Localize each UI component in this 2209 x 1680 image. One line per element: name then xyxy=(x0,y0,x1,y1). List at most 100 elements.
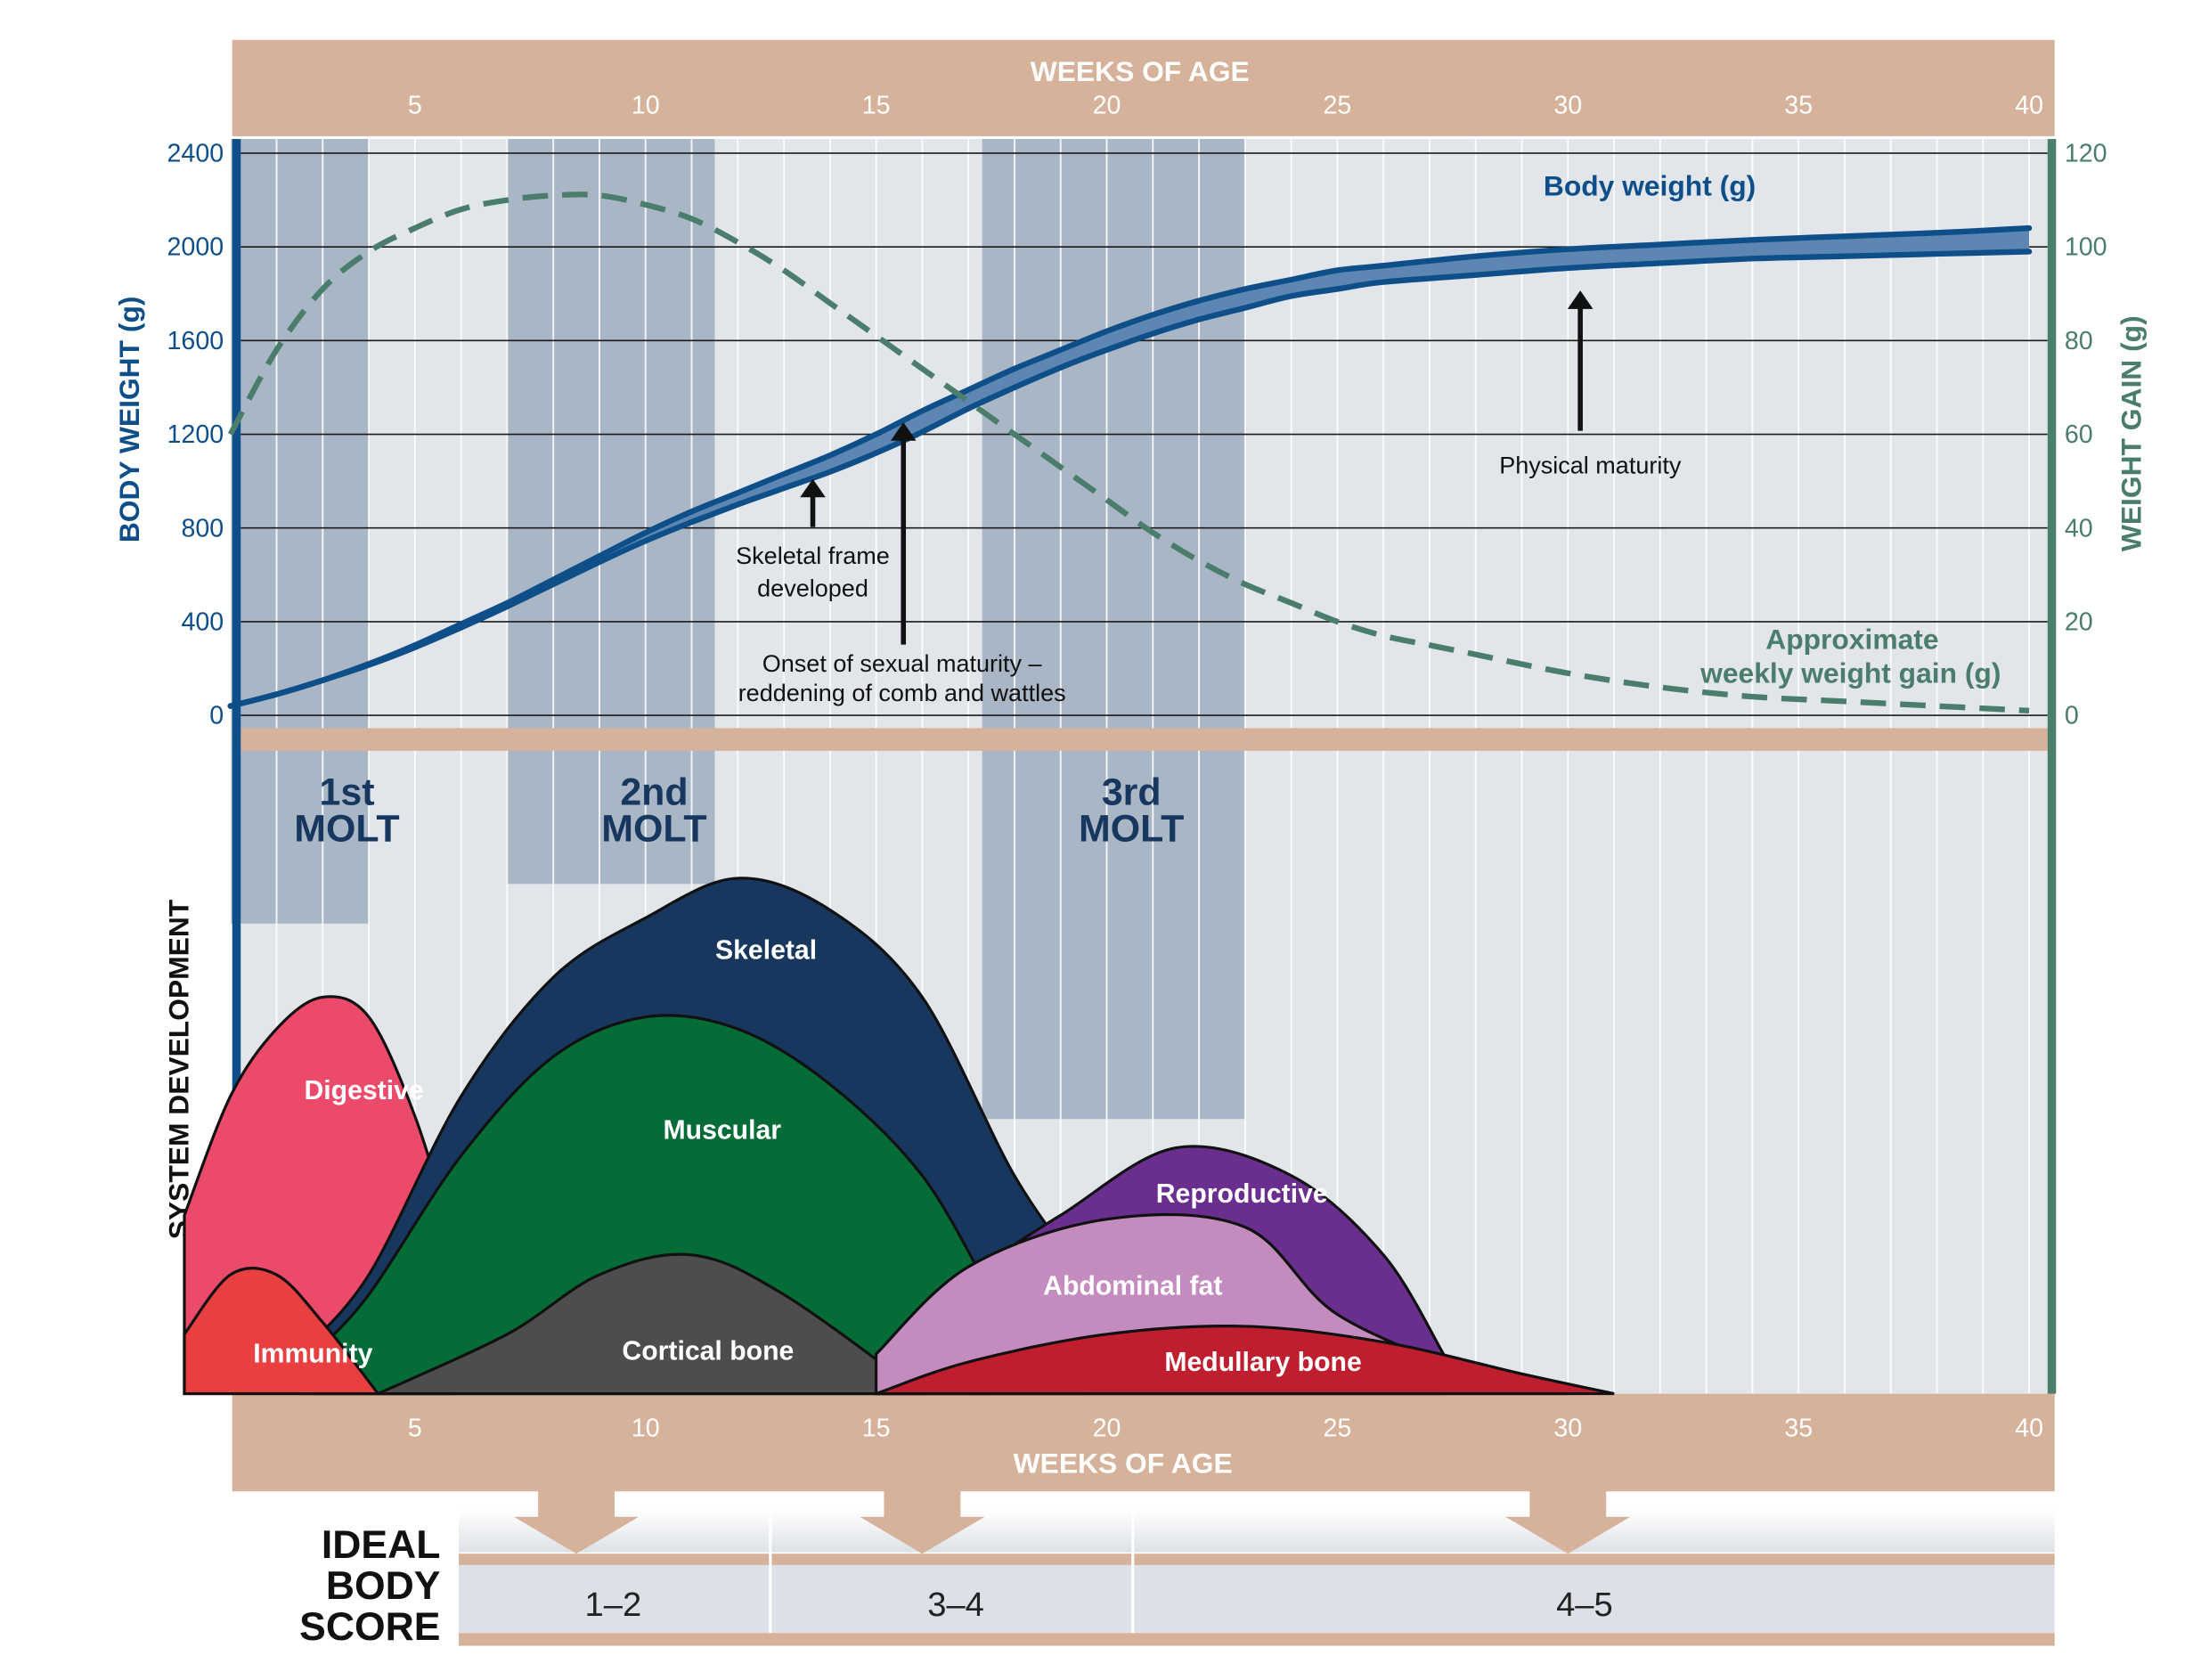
x-tick-label-top: 15 xyxy=(862,91,891,119)
x-tick-label-bottom: 10 xyxy=(632,1414,660,1442)
area-label: Digestive xyxy=(304,1076,423,1105)
area-label: Muscular xyxy=(664,1115,782,1145)
right-axis-bar xyxy=(2047,139,2057,1394)
annotation-line: reddening of comb and wattles xyxy=(738,680,1066,706)
x-tick-label-top: 5 xyxy=(408,91,422,119)
score-title-line1: IDEAL xyxy=(322,1523,440,1567)
skeletal-frame-annotation: Skeletal frame developed xyxy=(736,542,890,602)
y-right-tick-label: 80 xyxy=(2065,327,2093,355)
score-arrow xyxy=(1505,1489,1631,1554)
x-tick-label-top: 10 xyxy=(632,91,660,119)
y-right-tick-label: 100 xyxy=(2065,233,2107,262)
area-label: Cortical bone xyxy=(622,1336,794,1366)
horizontal-gridlines xyxy=(240,152,2048,716)
score-range-label: 1–2 xyxy=(585,1586,642,1624)
x-tick-label-bottom: 5 xyxy=(408,1414,422,1442)
area-medullary-bone xyxy=(876,1325,1615,1396)
y-right-tick-label: 120 xyxy=(2065,140,2107,168)
weight-gain-label-line2: weekly weight gain (g) xyxy=(1700,657,2001,689)
y-left-tick-label: 400 xyxy=(181,608,224,636)
y-right-tick-label: 0 xyxy=(2065,702,2079,730)
sexual-maturity-annotation: Onset of sexual maturity – reddening of c… xyxy=(738,650,1066,706)
molt-label-line: 3rd xyxy=(1102,771,1162,813)
x-tick-label-bottom: 20 xyxy=(1093,1414,1121,1442)
x-tick-label-bottom: 40 xyxy=(2015,1414,2043,1442)
annotation-line: developed xyxy=(757,575,868,602)
area-label: Reproductive xyxy=(1156,1179,1328,1209)
x-tick-label-bottom: 35 xyxy=(1784,1414,1813,1442)
y-left-tick-label: 1600 xyxy=(167,327,224,355)
top-series xyxy=(227,192,2033,714)
molt-label-line: MOLT xyxy=(1079,808,1184,851)
x-tick-label-bottom: 25 xyxy=(1324,1414,1352,1442)
molt-label-line: MOLT xyxy=(294,808,399,851)
annotation-line: Skeletal frame xyxy=(736,542,890,569)
area-immunity xyxy=(183,1266,381,1396)
system-development-axis-title: SYSTEM DEVELOPMENT xyxy=(162,899,194,1239)
score-bar-top xyxy=(459,1554,2055,1565)
x-tick-label-top: 25 xyxy=(1324,91,1352,119)
bottom-axis-band xyxy=(232,1393,2055,1492)
area-cortical-bone xyxy=(377,1252,927,1396)
y-left-tick-label: 2000 xyxy=(167,233,224,262)
score-title-line3: SCORE xyxy=(299,1605,440,1649)
x-tick-label-top: 30 xyxy=(1553,91,1582,119)
y-right-axis-title: WEIGHT GAIN (g) xyxy=(2115,315,2148,551)
y-left-axis-title: BODY WEIGHT (g) xyxy=(113,297,145,543)
score-title-line2: BODY xyxy=(326,1564,441,1608)
x-tick-label-bottom: 15 xyxy=(862,1414,891,1442)
y-left-tick-label: 800 xyxy=(181,514,224,542)
annotation-line: Onset of sexual maturity – xyxy=(762,650,1043,677)
score-arrow xyxy=(514,1489,640,1554)
top-x-axis-title: WEEKS OF AGE xyxy=(1031,55,1250,87)
y-right-tick-label: 40 xyxy=(2065,514,2093,542)
weight-gain-label-line1: Approximate xyxy=(1765,623,1938,655)
y-left-tick-label: 1200 xyxy=(167,420,224,449)
score-gradient-bar xyxy=(459,1509,2055,1553)
score-range-label: 3–4 xyxy=(927,1586,984,1624)
score-range-label: 4–5 xyxy=(1556,1586,1613,1624)
area-label: Medullary bone xyxy=(1164,1348,1361,1377)
area-muscular xyxy=(312,1014,993,1396)
y-right-tick-label: 20 xyxy=(2065,608,2093,636)
x-tick-label-top: 20 xyxy=(1093,91,1121,119)
left-axis-bar xyxy=(232,139,241,1394)
score-arrow xyxy=(860,1489,985,1554)
y-right-tick-label: 60 xyxy=(2065,420,2093,449)
area-label: Immunity xyxy=(253,1340,372,1369)
body-weight-lower-line xyxy=(227,249,2033,709)
x-tick-label-top: 40 xyxy=(2015,91,2043,119)
body-weight-upper-line xyxy=(227,224,2033,709)
physical-maturity-annotation: Physical maturity xyxy=(1499,452,1682,478)
body-weight-label: Body weight (g) xyxy=(1544,170,1756,202)
area-label: Abdominal fat xyxy=(1043,1271,1222,1301)
x-tick-label-bottom: 30 xyxy=(1553,1414,1582,1442)
molt-label-line: MOLT xyxy=(601,808,706,851)
molt-band xyxy=(507,139,715,885)
skeletal-arrow-head xyxy=(800,478,826,498)
molt-label-line: 2nd xyxy=(620,771,688,813)
bottom-x-axis-title: WEEKS OF AGE xyxy=(1014,1448,1233,1480)
middle-divider-band xyxy=(240,728,2048,751)
weekly-weight-gain-line xyxy=(227,192,2030,714)
score-bar-body xyxy=(459,1564,2055,1634)
y-left-tick-label: 0 xyxy=(209,702,224,730)
area-label: Skeletal xyxy=(715,936,817,966)
molt-band xyxy=(982,139,1245,1120)
top-axis-band xyxy=(232,39,2055,136)
y-left-tick-label: 2400 xyxy=(167,140,224,168)
sexual-maturity-arrow-head xyxy=(890,422,917,441)
score-bar-bottom xyxy=(459,1633,2055,1646)
physical-maturity-arrow-head xyxy=(1567,290,1594,309)
